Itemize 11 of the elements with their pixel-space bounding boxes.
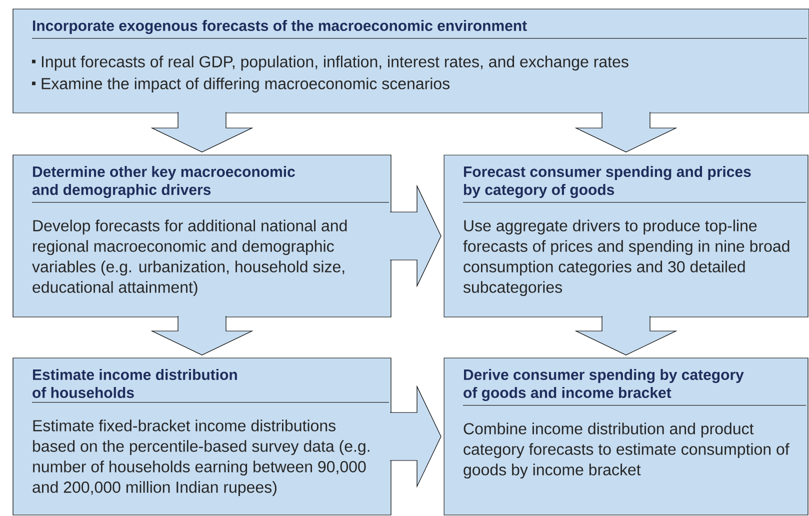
block-arrow — [574, 112, 678, 152]
process-box: Estimate income distribution of households Estimate fixed-bracket income distributions based on the percentile-based survey data (e.g. number of households earning between 90,000 and 200,000 million Indian rupees) — [12, 358, 392, 516]
block-arrow — [150, 316, 254, 356]
process-box: Derive consumer spending by category of goods and income bracket Combine income distribution and product category forecasts to estimate consumption of goods by income bracket — [444, 358, 808, 516]
process-box: Incorporate exogenous forecasts of the macroeconomic environment Input forecasts of real GDP, population, inflation, interest rates, and exchange rates Examine the impact of differing macroeconomic scenarios — [12, 8, 809, 114]
process-box: Determine other key macroeconomic and demographic drivers Develop forecasts for additional national and regional macroeconomic and demographic variables (e.g. urbanization, household size, educational attainment) — [12, 154, 392, 318]
block-arrow — [574, 316, 678, 356]
block-arrow — [390, 184, 442, 288]
block-arrow — [150, 112, 254, 152]
block-arrow — [390, 385, 442, 488]
process-box: Forecast consumer spending and prices by category of goods Use aggregate drivers to produce top-line forecasts of prices and spending in nine broad consumption categories and 30 detailed subcategories — [444, 154, 808, 318]
